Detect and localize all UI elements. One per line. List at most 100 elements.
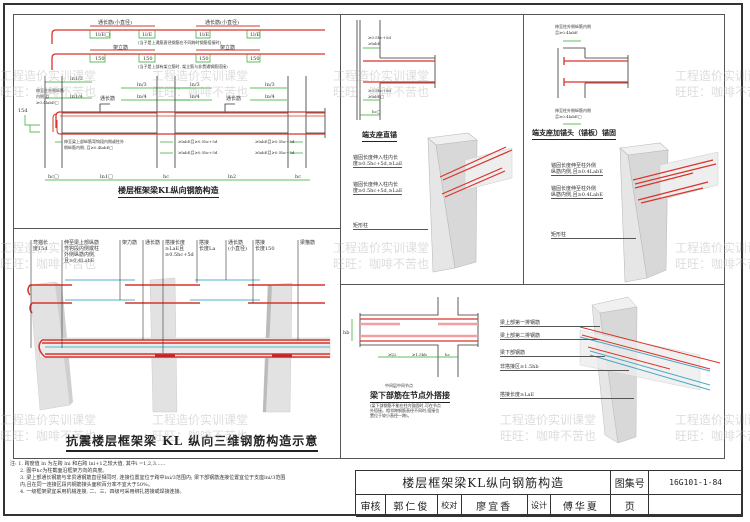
label-node-non-lap-zone: 非搭接区≥1.5hb: [500, 364, 629, 371]
page-value: [649, 495, 743, 517]
label-plate-dim-bottom: 伸至柱外侧纵筋内侧 且≥0.4labE□: [555, 108, 591, 119]
label-straight-anchor-2: 锚固长度伸入柱内长 度≥0.5hc+5d,≥LaE: [353, 182, 403, 195]
label-15d: 15d: [18, 108, 28, 114]
note-3-cont: 内;且在同一连接区段内钢筋接头面积百分率不宜大于50%。: [20, 482, 153, 488]
drawing-title: 楼层框架梁KL纵向钢筋构造: [356, 471, 612, 495]
label-through-bar-b: 通长筋: [226, 96, 242, 102]
drawing-notes: 注: 1. 跨度值 ln 为左跨 lni 和右跨 lni+1之较大值, 其中i …: [10, 461, 360, 496]
design-label: 设计: [527, 495, 552, 517]
label-lle-2: 1l/E: [142, 32, 153, 38]
label-150-4: 150: [250, 56, 260, 62]
reviewer-name: 郭仁俊: [385, 495, 438, 517]
label-ln1: ln1□: [100, 174, 113, 180]
label-plate-column: 矩形柱: [551, 232, 637, 239]
panel-divider-vertical-right: [523, 14, 524, 284]
title-block: 楼层框架梁KL纵向钢筋构造 图集号 16G101-1-84 审核 郭仁俊 校对 …: [355, 470, 744, 517]
label-ln-3-c: ln/3: [265, 82, 275, 88]
label-3d-through-bar-small: 通长筋 (小直径): [228, 240, 247, 252]
straight-anchor-drawing: [356, 20, 513, 273]
label-erect-note: (当子是上部有架立筋时, 架立筋与非贯通钢筋搭接): [138, 64, 228, 69]
label-3d-through-bar: 通长筋: [145, 240, 161, 246]
label-3d-lap-length: 搭接长度 ≥LaE且 ≥0.5hc+5d: [165, 240, 194, 258]
panel-divider-right: [340, 284, 725, 285]
panel-title-kl-longitudinal: 楼层框架梁KL纵向钢筋构造: [118, 185, 219, 198]
label-straight-hc: hc□: [372, 109, 381, 114]
drawing-frame: [3, 3, 743, 516]
anchor-plate-drawing: [557, 40, 719, 283]
label-labe-3: ≥labE且≥0.5hc+5d: [255, 139, 295, 144]
label-node-top-second: 梁上部第二排钢筋: [500, 333, 601, 340]
label-labe-1: ≥labE且≥0.5hc+5d: [178, 139, 218, 144]
label-hc3: hc: [295, 174, 302, 180]
note-3: 3. 梁上部通长钢筋与非贯通钢筋直径相同时, 连接位置宜位于跨中lni/3范围内…: [20, 475, 286, 481]
atlas-number: 16G101-1-84: [649, 471, 744, 495]
label-plate-anchor-1: 锚固长度伸至柱外侧 纵筋内侧,且≥0.4LabE: [551, 163, 603, 176]
label-straight-dim-2: ≥0.5hc+5d ≥labE□: [368, 88, 391, 99]
label-through-bar-a: 通长筋: [100, 96, 116, 102]
label-lap-dim-2: ≥1.5hb: [412, 352, 427, 357]
label-3d-hook-length: 弯锚长 度15d: [33, 240, 49, 252]
kl-3d-drawing: [27, 240, 331, 413]
label-splice-note: (当子是上通筋直径钢筋在不同跨时钢筋搭接时): [138, 40, 222, 45]
label-ln-3-b: ln/3: [190, 82, 200, 88]
label-ln-4-c: ln/4: [265, 94, 275, 100]
note-1: 注: 1. 跨度值 ln 为左跨 lni 和右跨 lni+1之较大值, 其中i …: [10, 461, 166, 467]
panel-divider-left: [13, 228, 340, 229]
label-node-top-first: 梁上部第一排钢筋: [500, 320, 601, 327]
designer-name: 傅华夏: [551, 495, 612, 517]
review-label: 审核: [356, 495, 386, 517]
drawing-area: [13, 14, 725, 459]
label-through-bar-small-1: 通长筋(小直径): [98, 20, 132, 26]
label-plate-dim-top: 伸至柱外侧纵筋内侧 且≥0.4labE: [555, 24, 591, 35]
label-ln-3-a: ln/3: [137, 82, 147, 88]
label-erect-bar-1: 架立筋: [113, 45, 129, 51]
label-ln-4-a: ln/4: [137, 94, 147, 100]
label-lap-note: (梁下部钢筋不能在柱内锚固时,可在节点 外搭接。相邻跨钢筋直径不同时,搭接位 置…: [370, 403, 441, 418]
label-ln2: ln2: [228, 174, 237, 180]
label-plate-anchor-2: 锚固长度伸至柱外侧 纵筋内侧,且≥0.4LabE: [551, 186, 603, 199]
label-hc2: hc: [163, 174, 170, 180]
note-4: 4. 一级框架梁宜采用机械连接, 二、三、四级可采用绑扎搭接或焊接连接。: [20, 489, 185, 495]
proofreader-name: 廖宜香: [461, 495, 528, 517]
label-labe-2: ≥labE且≥0.5hc+5d: [178, 150, 218, 155]
label-150-2: 150: [143, 56, 153, 62]
panel-title-bottom-bar-lap: 梁下部筋在节点外搭接: [370, 390, 450, 403]
page-label: 页: [611, 495, 650, 517]
kl-elevation-drawing: [24, 25, 326, 181]
label-3d-erect-bar: 架力筋: [122, 240, 138, 246]
label-straight-dim-1: ≥0.5hc+5d ≥labE: [368, 35, 391, 46]
label-lap-dim-1: ≥l/2: [388, 352, 397, 357]
label-lle-3: 1l/E: [199, 32, 210, 38]
panel-title-anchor-plate: 端支座加锚头（锚板）锚固: [532, 128, 616, 140]
label-top-anchor-note: 伸至柱外侧纵筋内侧 且≥0.4labE□: [36, 88, 64, 105]
label-3d-lap-150: 搭接 长度150: [255, 240, 275, 252]
label-ln1-3: ln1/3: [70, 76, 83, 82]
bottom-bar-lap-drawing: [351, 297, 479, 377]
label-lle-1: 1l/E□: [95, 32, 110, 38]
label-node-bottom-bars: 梁下部钢筋: [500, 350, 606, 357]
panel-title-straight-anchor: 端支座直锚: [362, 130, 397, 142]
label-node-lap-length: 搭接长度≥LaE: [500, 392, 635, 399]
note-2: 2. 图中hc为柱截面沿框架方向的高度。: [20, 468, 108, 474]
label-ln1-4: ln1/4: [70, 94, 83, 100]
label-3d-lap: 搭接 长度La: [199, 240, 216, 252]
label-bottom-anchor-note: 伸至梁上部纵筋弯钩段内侧或柱外侧纵筋内侧, 且≥0.4labE□: [64, 139, 124, 150]
label-150-1: 150: [95, 56, 105, 62]
atlas-label: 图集号: [611, 471, 650, 495]
label-150-3: 150: [199, 56, 209, 62]
label-ln-4-b: ln/4: [190, 94, 200, 100]
node-lap-3d-drawing: [579, 296, 721, 444]
label-straight-anchor-1: 锚固长度伸入柱内长 度≥0.5hc+5d,≥LaE: [353, 155, 403, 168]
label-lle-4: 1l/E: [250, 32, 261, 38]
panel-divider-vertical: [340, 14, 341, 459]
label-through-bar-small-2: 通长筋(小直径): [205, 20, 239, 26]
label-lap-hc: hc: [445, 352, 450, 357]
label-3d-beam-stirrup: 梁箍筋: [300, 240, 316, 246]
label-lap-caption-small: 中间层中间节点: [385, 383, 413, 388]
label-erect-bar-2: 架立筋: [220, 45, 236, 51]
label-hc1: hc□: [48, 174, 59, 180]
label-3d-top-bar-note: 伸至梁上部纵筋 弯钩段内侧或柱 外侧纵筋内侧, 且≥0.4LabE: [64, 240, 100, 264]
panel-title-kl-3d: 抗震楼层框架梁 KL 纵向三维钢筋构造示意: [66, 432, 319, 452]
label-straight-column: 矩形柱: [353, 223, 429, 230]
label-lap-hb: hb: [343, 330, 350, 336]
